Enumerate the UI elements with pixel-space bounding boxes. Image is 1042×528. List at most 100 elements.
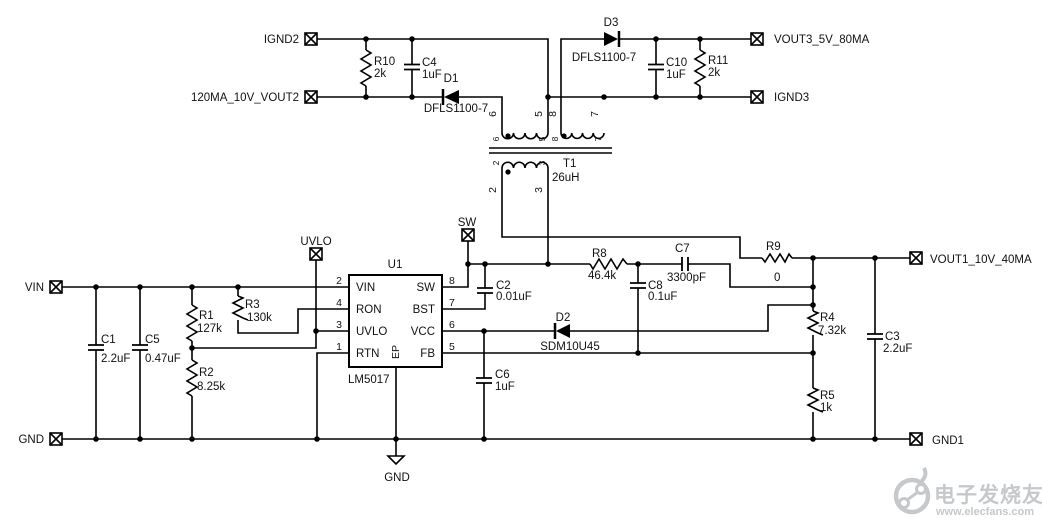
port-label-vout2: 120MA_10V_VOUT2	[191, 92, 299, 104]
c10-ref: C10	[666, 57, 687, 69]
port-gnd-symbol	[49, 432, 63, 446]
c4-value: 1uF	[422, 69, 442, 81]
u1-pin-num-6: 6	[449, 319, 455, 331]
r8-value: 46.4k	[588, 270, 616, 282]
t1-symbol	[489, 132, 612, 175]
r4-symbol	[806, 310, 824, 336]
c6-symbol	[476, 377, 492, 384]
r5-value: 1k	[820, 402, 832, 414]
t1-pin8-label: 8	[547, 111, 559, 117]
u1-symbol	[348, 274, 443, 368]
t1-ref: T1	[563, 158, 576, 170]
port-gnd1-symbol	[909, 432, 923, 446]
r1-value: 127k	[197, 323, 222, 335]
r2-ref: R2	[199, 367, 214, 379]
c6-ref: C6	[495, 369, 510, 381]
watermark-brand: 电子发烧友	[934, 483, 1042, 507]
c7-value: 3300pF	[667, 272, 706, 284]
port-label-vout3: VOUT3_5V_80MA	[774, 34, 870, 46]
d1-ref: D1	[444, 73, 459, 85]
t1-phase-dot-2	[505, 169, 511, 175]
port-sw-symbol	[461, 228, 475, 242]
t1-pin2-label: 2	[487, 187, 499, 193]
t1-value: 26uH	[552, 172, 580, 184]
r5-symbol	[806, 387, 824, 413]
c2-ref: C2	[496, 280, 511, 292]
u1-labels: U1 LM5017 EP VIN RON UVLO RTN SW BST VCC…	[336, 259, 455, 386]
d3-ref: D3	[604, 17, 619, 29]
u1-pin-num-4: 4	[336, 297, 342, 309]
port-vin-symbol	[49, 280, 63, 294]
port-label-ignd2: IGND2	[264, 34, 299, 46]
port-label-gnd: GND	[18, 434, 44, 446]
ground-symbol-label: GND	[384, 472, 410, 484]
port-label-vin: VIN	[25, 282, 44, 294]
r11-ref: R11	[708, 55, 728, 67]
u1-pin-name-vcc: VCC	[411, 326, 435, 338]
u1-pin-name-ron: RON	[356, 304, 382, 316]
c6-value: 1uF	[495, 381, 515, 393]
port-vout2-symbol	[304, 90, 318, 104]
ground-symbol	[386, 455, 406, 466]
r4-ref: R4	[820, 312, 835, 324]
d1-symbol	[441, 89, 459, 105]
d2-ref: D2	[556, 312, 571, 324]
c10-symbol	[648, 63, 664, 71]
t1-pin7-terminal-label: 7	[593, 136, 603, 141]
c1-symbol	[88, 344, 104, 351]
u1-pin-num-7: 7	[449, 297, 455, 309]
r2-value: 8.25k	[197, 381, 225, 393]
junction-dots	[93, 36, 878, 442]
c5-value: 0.47uF	[145, 353, 181, 365]
c4-ref: C4	[422, 57, 437, 69]
capacitor-symbols	[88, 63, 883, 384]
resistor-symbols	[185, 49, 824, 413]
r9-value: 0	[774, 272, 780, 284]
u1-pin-num-3: 3	[336, 319, 342, 331]
c2-value: 0.01uF	[496, 291, 532, 303]
u1-pin-name-fb: FB	[420, 348, 435, 360]
u1-ref: U1	[388, 259, 403, 271]
c7-symbol	[681, 257, 689, 271]
u1-pin-num-1: 1	[336, 341, 342, 353]
t1-phase-dot-8	[561, 133, 567, 139]
t1-pin5-terminal-label: 5	[537, 136, 547, 141]
r4-value: 7.32k	[818, 325, 846, 337]
r10-symbol	[359, 49, 373, 87]
r10-value: 2k	[374, 68, 386, 80]
r1-ref: R1	[199, 310, 214, 322]
port-ignd3-symbol	[750, 90, 764, 104]
diode-symbols	[441, 31, 621, 339]
r8-ref: R8	[592, 248, 607, 260]
t1-pin6-terminal-label: 6	[491, 136, 501, 141]
r3-ref: R3	[245, 299, 260, 311]
r5-ref: R5	[820, 390, 835, 402]
u1-pin-name-sw: SW	[416, 282, 435, 294]
r9-symbol	[761, 252, 793, 264]
c10-value: 1uF	[666, 69, 686, 81]
port-labels: IGND2 120MA_10V_VOUT2 VOUT3_5V_80MA IGND…	[18, 34, 1032, 484]
t1-pin5-label: 5	[533, 111, 545, 117]
d2-part: SDM10U45	[540, 341, 599, 353]
r3-value: 130k	[247, 312, 272, 324]
d3-symbol	[604, 31, 621, 47]
d2-symbol	[553, 323, 570, 339]
c4-symbol	[404, 63, 420, 71]
d3-part: DFLS1100-7	[572, 52, 636, 64]
watermark-url: www.elecfans.com	[935, 506, 1034, 518]
u1-pin-num-2: 2	[336, 275, 342, 287]
port-label-sw: SW	[458, 217, 477, 229]
u1-pin-num-8: 8	[449, 275, 455, 287]
port-label-uvlo: UVLO	[300, 236, 331, 248]
t1-pin3-label: 3	[533, 187, 545, 193]
t1-pin2-terminal-label: 2	[491, 160, 501, 165]
u1-ep-label: EP	[390, 345, 402, 359]
t1-phase-dot-6	[505, 133, 511, 139]
t1-pin6-label: 6	[487, 111, 499, 117]
c2-symbol	[477, 287, 493, 294]
port-ignd2-symbol	[304, 32, 318, 46]
r1-symbol	[185, 304, 199, 342]
c7-ref: C7	[675, 243, 690, 255]
r8-symbol	[589, 257, 628, 271]
